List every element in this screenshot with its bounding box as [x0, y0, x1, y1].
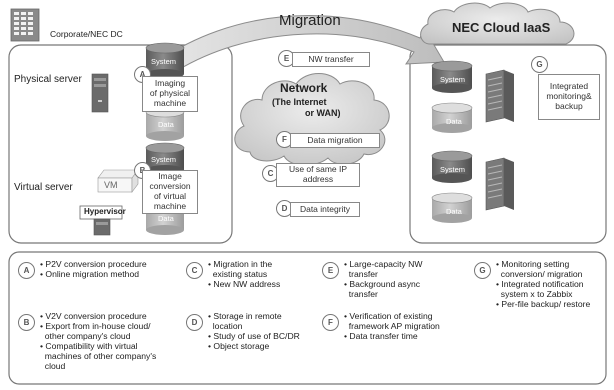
virtual-server-icon — [93, 218, 111, 236]
step-b-line-2: conversion — [149, 181, 191, 192]
step-g-line-1: Integrated — [549, 81, 589, 92]
legend-d-line: • Study of use of BC/DR — [208, 330, 300, 341]
cloud-data-label-1: Data — [446, 117, 462, 126]
step-f-text: Data migration — [307, 134, 363, 145]
legend-e-line: • Large-capacity NW — [344, 259, 423, 269]
legend-g-line: • Integrated notification — [496, 278, 584, 289]
legend-c-line: existing status — [208, 268, 268, 279]
step-e-box: NW transfer — [292, 52, 370, 67]
network-subtitle-1: (The Internet — [272, 97, 327, 107]
legend-g-line: • Monitoring setting — [496, 259, 570, 269]
hypervisor-label: Hypervisor — [84, 207, 126, 216]
legend-b-line: • V2V conversion procedure — [40, 311, 147, 321]
legend-f-line: • Verification of existing — [344, 311, 433, 321]
step-d-box: Data integrity — [290, 202, 360, 217]
legend-g-badge: G — [474, 262, 491, 279]
step-a-line-1: Imaging — [154, 78, 186, 89]
step-a-box: Imaging of physical machine — [142, 76, 198, 112]
cloud-system-cylinder-1 — [431, 60, 473, 93]
legend-c-text: • Migration in the existing status • New… — [208, 259, 281, 290]
cloud-data-cylinder-1 — [431, 102, 473, 133]
dc-label: Corporate/NEC DC — [50, 29, 123, 39]
legend-g-text: • Monitoring setting conversion/ migrati… — [496, 259, 591, 310]
legend-d-line: location — [208, 320, 243, 331]
step-c-box: Use of same IP address — [276, 163, 360, 187]
legend-a-badge: A — [18, 262, 35, 279]
step-c-line-1: Use of same IP — [288, 164, 348, 175]
virtual-system-label: System — [151, 155, 177, 164]
physical-system-label: System — [151, 57, 177, 66]
virtual-server-label: Virtual server — [14, 182, 73, 193]
legend-d-text: • Storage in remote location • Study of … — [208, 311, 300, 352]
legend-b-line: other company's cloud — [40, 330, 131, 341]
cloud-server-rack-2 — [485, 157, 514, 211]
cloud-system-label-1: System — [440, 75, 466, 84]
cloud-system-cylinder-2 — [431, 150, 473, 183]
legend-d-line: • Storage in remote — [208, 311, 282, 321]
physical-server-icon — [91, 73, 109, 113]
step-f-box: Data migration — [290, 133, 380, 148]
legend-f-line: • Data transfer time — [344, 330, 418, 341]
step-d-text: Data integrity — [299, 203, 351, 214]
legend-b-line: cloud — [40, 360, 66, 371]
legend-f-text: • Verification of existing framework AP … — [344, 311, 440, 342]
cloud-iaas-title: NEC Cloud IaaS — [452, 20, 551, 35]
step-g-line-3: backup — [555, 100, 583, 111]
network-subtitle-2: or WAN) — [305, 108, 341, 118]
legend-b-line: • Compatibility with virtual — [40, 340, 138, 351]
step-a-line-3: machine — [153, 97, 187, 108]
step-c-line-2: address — [302, 174, 334, 184]
physical-data-cylinder — [145, 106, 185, 141]
step-b-line-4: machine — [153, 200, 187, 211]
legend-a-line: • Online migration method — [40, 268, 140, 279]
legend-g-line: • Per-file backup/ restore — [496, 298, 591, 309]
step-b-line-1: Image — [158, 171, 182, 182]
cloud-data-cylinder-2 — [431, 192, 473, 223]
legend-c-line: • Migration in the — [208, 259, 273, 269]
step-b-box: Image conversion of virtual machine — [142, 170, 198, 214]
legend-g-line: system x to Zabbix — [496, 288, 573, 299]
cloud-data-label-2: Data — [446, 207, 462, 216]
legend-e-line: transfer — [344, 288, 378, 299]
step-b-line-3: of virtual — [153, 191, 187, 201]
step-a-line-2: of physical — [149, 88, 191, 99]
physical-data-label: Data — [158, 120, 174, 129]
step-g-badge: G — [531, 56, 548, 73]
step-g-line-2: monitoring& — [546, 91, 592, 102]
step-g-box: Integrated monitoring& backup — [538, 74, 600, 120]
cloud-system-label-2: System — [440, 165, 466, 174]
physical-server-label: Physical server — [14, 74, 82, 85]
migration-title: Migration — [279, 12, 341, 29]
vm-label: VM — [104, 180, 118, 190]
legend-b-line: • Export from in-house cloud/ — [40, 320, 151, 331]
cloud-server-rack-1 — [485, 69, 514, 123]
virtual-system-cylinder — [145, 142, 185, 175]
legend-a-line: • P2V conversion procedure — [40, 259, 147, 269]
legend-panel — [8, 251, 607, 385]
legend-f-line: framework AP migration — [344, 320, 440, 331]
step-e-text: NW transfer — [308, 53, 354, 64]
legend-c-badge: C — [186, 262, 203, 279]
legend-a-text: • P2V conversion procedure • Online migr… — [40, 259, 147, 280]
network-title: Network — [280, 81, 328, 95]
legend-f-badge: F — [322, 314, 339, 331]
legend-d-line: • Object storage — [208, 340, 270, 351]
legend-b-badge: B — [18, 314, 35, 331]
legend-c-line: • New NW address — [208, 278, 281, 289]
building-icon — [10, 8, 40, 42]
legend-g-line: conversion/ migration — [496, 268, 583, 279]
legend-e-text: • Large-capacity NW transfer • Backgroun… — [344, 259, 423, 300]
cloud-iaas-shape — [420, 2, 575, 45]
step-c-badge: C — [262, 165, 279, 182]
legend-e-badge: E — [322, 262, 339, 279]
legend-e-line: • Background async — [344, 278, 421, 289]
legend-d-badge: D — [186, 314, 203, 331]
legend-b-line: machines of other company's — [40, 350, 157, 361]
legend-e-line: transfer — [344, 268, 378, 279]
legend-b-text: • V2V conversion procedure • Export from… — [40, 311, 157, 372]
virtual-data-label: Data — [158, 214, 174, 223]
